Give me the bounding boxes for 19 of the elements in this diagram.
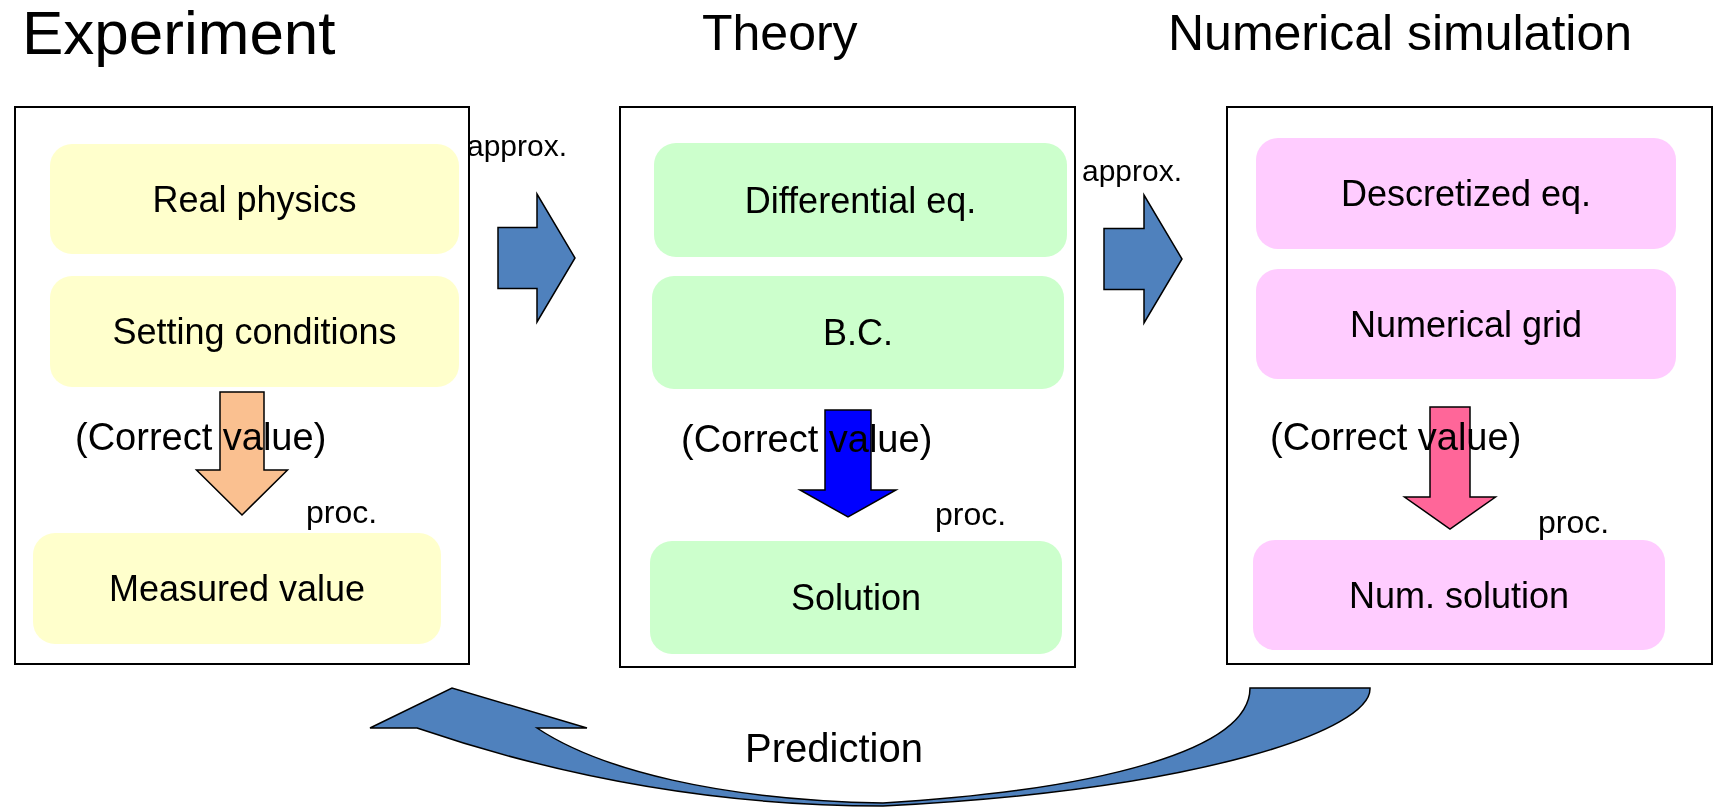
process-box: Differential eq. — [654, 143, 1067, 257]
edge-label: approx. — [467, 131, 568, 161]
panel-title: Theory — [702, 8, 858, 58]
process-box: Measured value — [33, 533, 441, 644]
edge-label: Prediction — [745, 728, 923, 768]
panel-title: Numerical simulation — [1168, 8, 1633, 58]
block-arrow — [1103, 192, 1183, 326]
edge-label: approx. — [1082, 156, 1183, 186]
process-label: proc. — [306, 496, 378, 528]
process-box: Setting conditions — [50, 276, 459, 387]
process-box: Solution — [650, 541, 1062, 654]
process-label: proc. — [1538, 506, 1610, 538]
block-arrow — [497, 191, 576, 325]
process-box: Real physics — [50, 144, 459, 254]
process-box: Numerical grid — [1256, 269, 1676, 379]
process-box: Descretized eq. — [1256, 138, 1676, 249]
process-label: proc. — [935, 498, 1007, 530]
process-box: Num. solution — [1253, 540, 1665, 650]
process-box: B.C. — [652, 276, 1064, 389]
